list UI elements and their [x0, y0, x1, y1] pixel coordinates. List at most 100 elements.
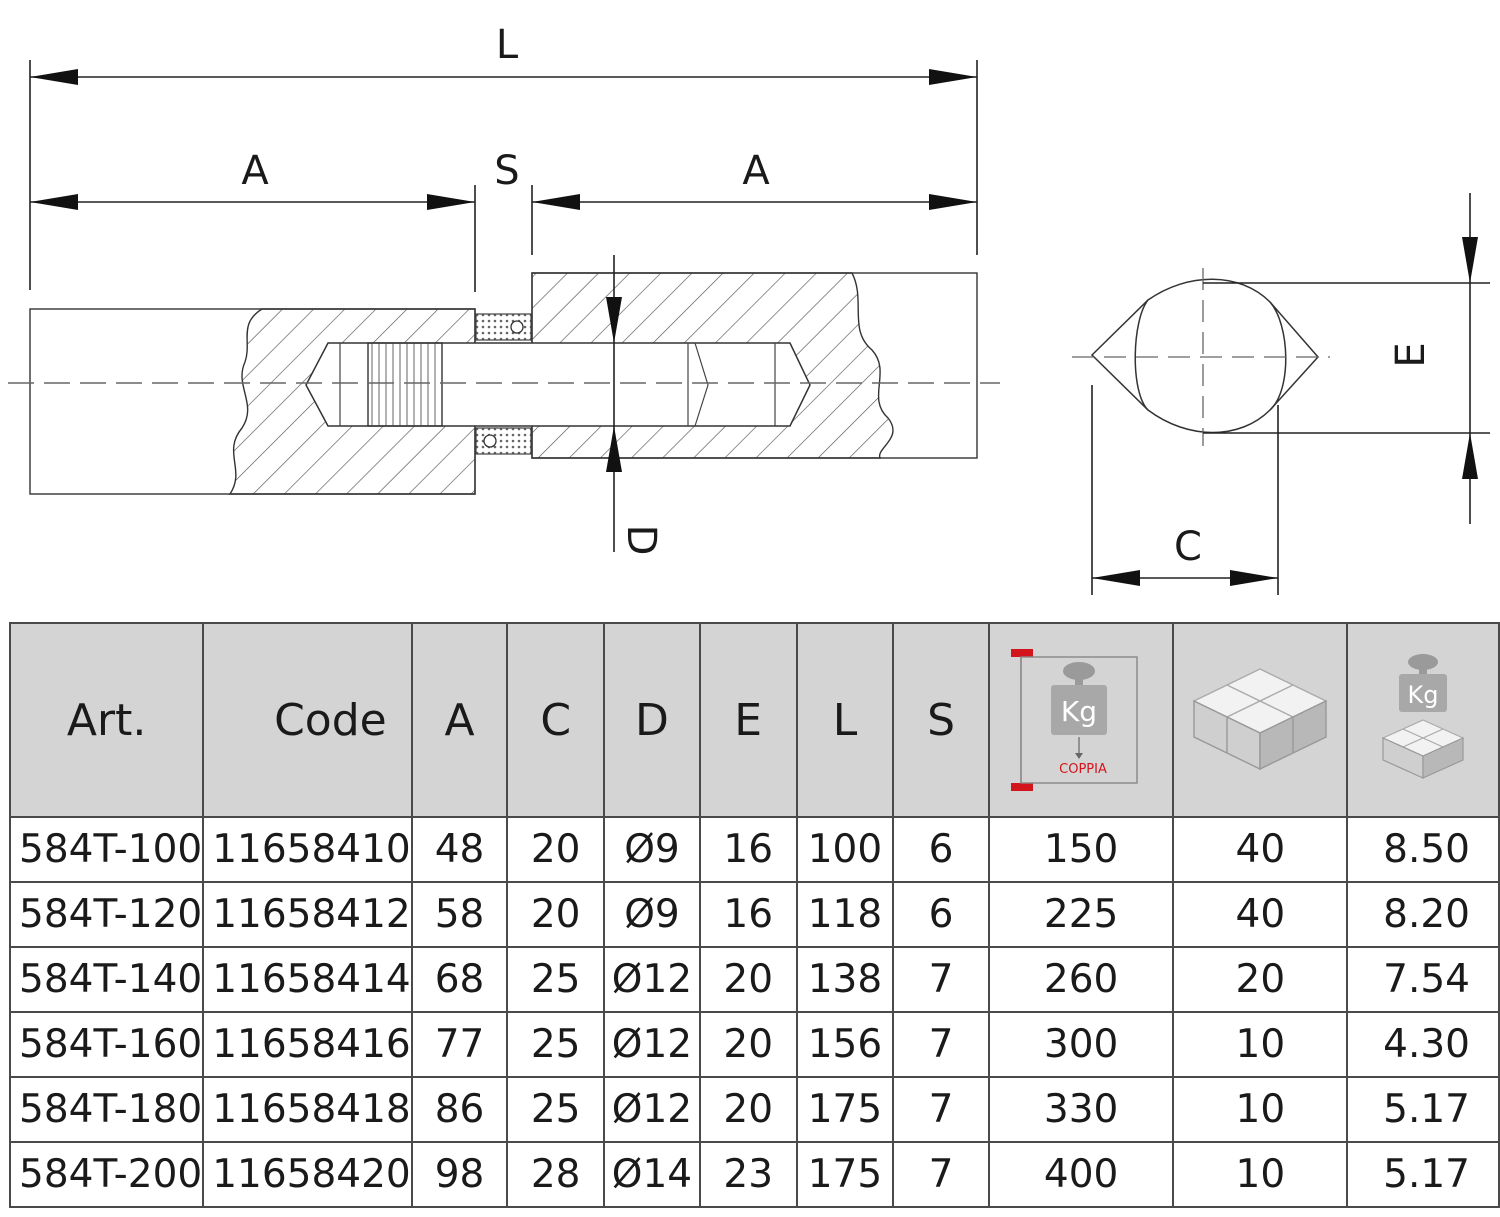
dimension-L — [29, 60, 978, 290]
cell-D: Ø9 — [603, 881, 701, 948]
label-A-right: A — [742, 148, 770, 194]
cell-S: 7 — [892, 1076, 990, 1143]
header-art: Art. — [8, 622, 205, 818]
cell-weight: 5.17 — [1346, 1141, 1500, 1208]
cell-D: Ø14 — [603, 1141, 701, 1208]
cell-C: 25 — [506, 1011, 605, 1078]
spec-table: Art. Code A C D E L S Kg — [8, 622, 1500, 1208]
table-row: 584T-180 11658418 86 25 Ø12 20 175 7 330… — [8, 1076, 1500, 1143]
cell-art: 584T-140 — [8, 946, 205, 1013]
cell-code: 11658416 — [202, 1011, 413, 1078]
cell-load: 300 — [987, 1011, 1175, 1078]
header-code: Code — [202, 622, 413, 818]
cell-load: 330 — [987, 1076, 1175, 1143]
cell-box: 40 — [1172, 881, 1349, 948]
cell-weight: 7.54 — [1346, 946, 1500, 1013]
cell-A: 98 — [410, 1141, 509, 1208]
cell-L: 175 — [795, 1141, 895, 1208]
cell-D: Ø12 — [603, 946, 701, 1013]
cell-C: 25 — [506, 1076, 605, 1143]
header-C: C — [506, 622, 605, 818]
cell-load: 150 — [987, 816, 1175, 883]
table-row: 584T-140 11658414 68 25 Ø12 20 138 7 260… — [8, 946, 1500, 1013]
label-S: S — [494, 148, 519, 194]
label-C: C — [1174, 524, 1202, 570]
cell-A: 48 — [410, 816, 509, 883]
cell-C: 28 — [506, 1141, 605, 1208]
cell-L: 138 — [795, 946, 895, 1013]
cell-S: 7 — [892, 1011, 990, 1078]
cell-code: 11658412 — [202, 881, 413, 948]
cell-L: 175 — [795, 1076, 895, 1143]
cell-S: 7 — [892, 1141, 990, 1208]
table-row: 584T-200 11658420 98 28 Ø14 23 175 7 400… — [8, 1141, 1500, 1208]
cell-L: 118 — [795, 881, 895, 948]
cell-box: 20 — [1172, 946, 1349, 1013]
cell-box: 40 — [1172, 816, 1349, 883]
cell-art: 584T-200 — [8, 1141, 205, 1208]
cell-weight: 8.20 — [1346, 881, 1500, 948]
label-E: E — [1388, 342, 1434, 367]
cell-load: 225 — [987, 881, 1175, 948]
box-quantity-icon — [1192, 668, 1328, 771]
cell-weight: 4.30 — [1346, 1011, 1500, 1078]
cell-A: 58 — [410, 881, 509, 948]
cell-E: 20 — [698, 1076, 798, 1143]
header-load-capacity: Kg COPPIA — [987, 622, 1175, 818]
cell-D: Ø12 — [603, 1076, 701, 1143]
header-box-weight: Kg — [1346, 622, 1500, 818]
header-E: E — [698, 622, 798, 818]
cell-S: 6 — [892, 881, 990, 948]
load-icon-caption: COPPIA — [1059, 762, 1107, 777]
cell-code: 11658410 — [202, 816, 413, 883]
cell-load: 260 — [987, 946, 1175, 1013]
load-bracket-bottom — [1011, 783, 1034, 791]
cell-art: 584T-120 — [8, 881, 205, 948]
cell-C: 20 — [506, 816, 605, 883]
cell-box: 10 — [1172, 1076, 1349, 1143]
cell-weight: 8.50 — [1346, 816, 1500, 883]
box-weight-icon: Kg — [1381, 654, 1465, 779]
cell-box: 10 — [1172, 1011, 1349, 1078]
dimension-A-S-A — [30, 185, 977, 292]
cell-E: 16 — [698, 816, 798, 883]
table-row: 584T-160 11658416 77 25 Ø12 20 156 7 300… — [8, 1011, 1500, 1078]
table-row: 584T-120 11658412 58 20 Ø9 16 118 6 225 … — [8, 881, 1500, 948]
cell-C: 25 — [506, 946, 605, 1013]
cell-A: 68 — [410, 946, 509, 1013]
header-S: S — [892, 622, 990, 818]
cell-D: Ø12 — [603, 1011, 701, 1078]
cell-E: 20 — [698, 946, 798, 1013]
cell-E: 16 — [698, 881, 798, 948]
header-box-quantity — [1172, 622, 1349, 818]
cell-art: 584T-100 — [8, 816, 205, 883]
cell-code: 11658420 — [202, 1141, 413, 1208]
cell-D: Ø9 — [603, 816, 701, 883]
load-icon-kg: Kg — [1061, 695, 1097, 728]
cell-A: 77 — [410, 1011, 509, 1078]
cell-S: 6 — [892, 816, 990, 883]
dimension-C — [1091, 385, 1279, 595]
cell-E: 23 — [698, 1141, 798, 1208]
side-view-centerlines — [1072, 268, 1330, 446]
cell-weight: 5.17 — [1346, 1076, 1500, 1143]
header-A: A — [410, 622, 509, 818]
cell-art: 584T-180 — [8, 1076, 205, 1143]
box-weight-icon-kg: Kg — [1408, 681, 1439, 709]
dimension-D — [606, 255, 622, 552]
cell-L: 156 — [795, 1011, 895, 1078]
table-row: 584T-100 11658410 48 20 Ø9 16 100 6 150 … — [8, 816, 1500, 883]
hinge-pin — [305, 342, 811, 427]
cell-C: 20 — [506, 881, 605, 948]
cell-A: 86 — [410, 1076, 509, 1143]
cell-art: 584T-160 — [8, 1011, 205, 1078]
cell-S: 7 — [892, 946, 990, 1013]
cell-box: 10 — [1172, 1141, 1349, 1208]
table-header-row: Art. Code A C D E L S Kg — [8, 622, 1500, 818]
cell-L: 100 — [795, 816, 895, 883]
weight-kg-pair-icon: Kg COPPIA — [1011, 649, 1138, 791]
cell-E: 20 — [698, 1011, 798, 1078]
dimension-E — [1203, 193, 1490, 524]
load-bracket-top — [1011, 649, 1034, 657]
cell-code: 11658418 — [202, 1076, 413, 1143]
